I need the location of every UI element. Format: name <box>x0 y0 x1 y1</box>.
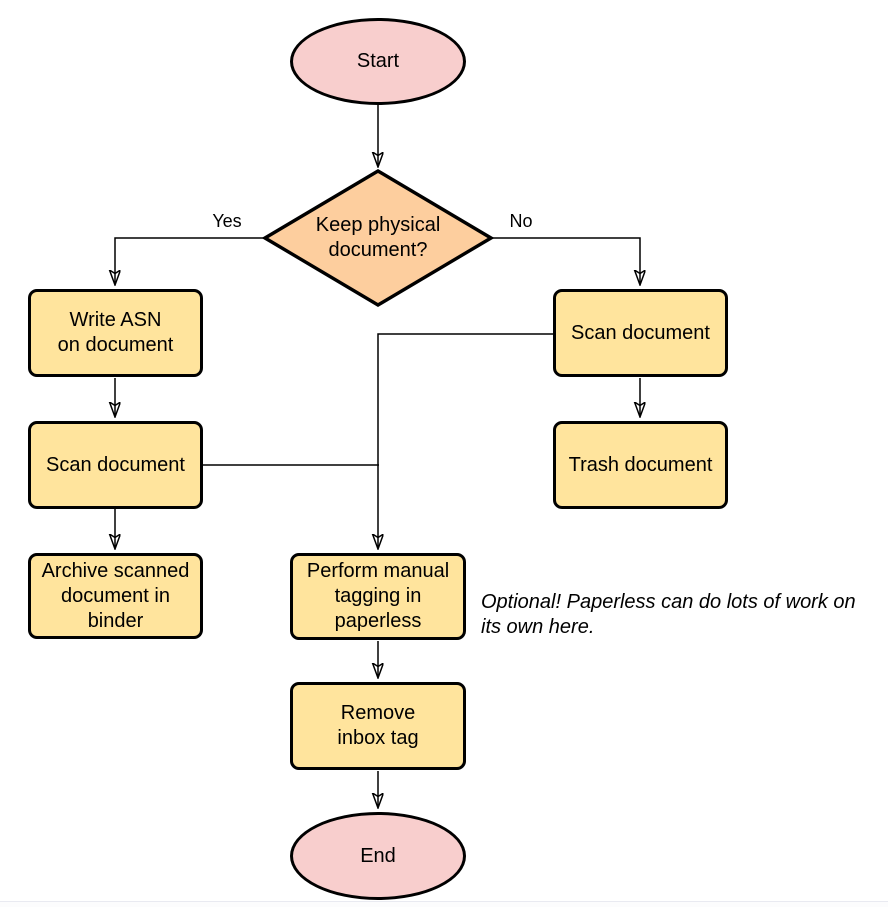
node-scan-document-left: Scan document <box>28 421 203 509</box>
edge-scan-right-to-tagging <box>378 333 553 548</box>
node-label: Write ASN on document <box>57 309 174 356</box>
node-label: Scan document <box>571 321 710 344</box>
optional-note: Optional! Paperless can do lots of work … <box>481 591 856 638</box>
node-manual-tagging: Perform manual tagging in paperless <box>290 553 466 640</box>
node-archive-binder: Archive scanned document in binder <box>28 553 203 639</box>
node-label: Keep physical document? <box>315 214 441 261</box>
node-label: Perform manual tagging in paperless <box>306 560 450 632</box>
edge-label-yes: Yes <box>199 211 255 232</box>
node-label: Scan document <box>46 453 185 476</box>
edge-decision-yes-to-write-asn <box>115 237 265 284</box>
node-remove-inbox-tag: Remove inbox tag <box>290 682 466 770</box>
decision-diamond-shape <box>262 169 494 307</box>
edge-label-no: No <box>493 211 549 232</box>
node-write-asn: Write ASN on document <box>28 289 203 377</box>
node-trash-document: Trash document <box>553 421 728 509</box>
node-start: Start <box>290 18 466 105</box>
node-decision: Keep physical document? <box>262 168 494 308</box>
node-label: Remove inbox tag <box>337 702 419 749</box>
edge-decision-no-to-scan-right <box>491 237 640 284</box>
node-label: Archive scanned document in binder <box>41 559 190 632</box>
node-end: End <box>290 812 466 900</box>
node-label: Trash document <box>568 453 713 476</box>
node-label: Start <box>356 50 400 72</box>
node-label: End <box>360 844 396 867</box>
node-scan-document-right: Scan document <box>553 289 728 377</box>
window-bottom-edge <box>0 901 888 902</box>
window-bottom-strip <box>0 902 888 907</box>
